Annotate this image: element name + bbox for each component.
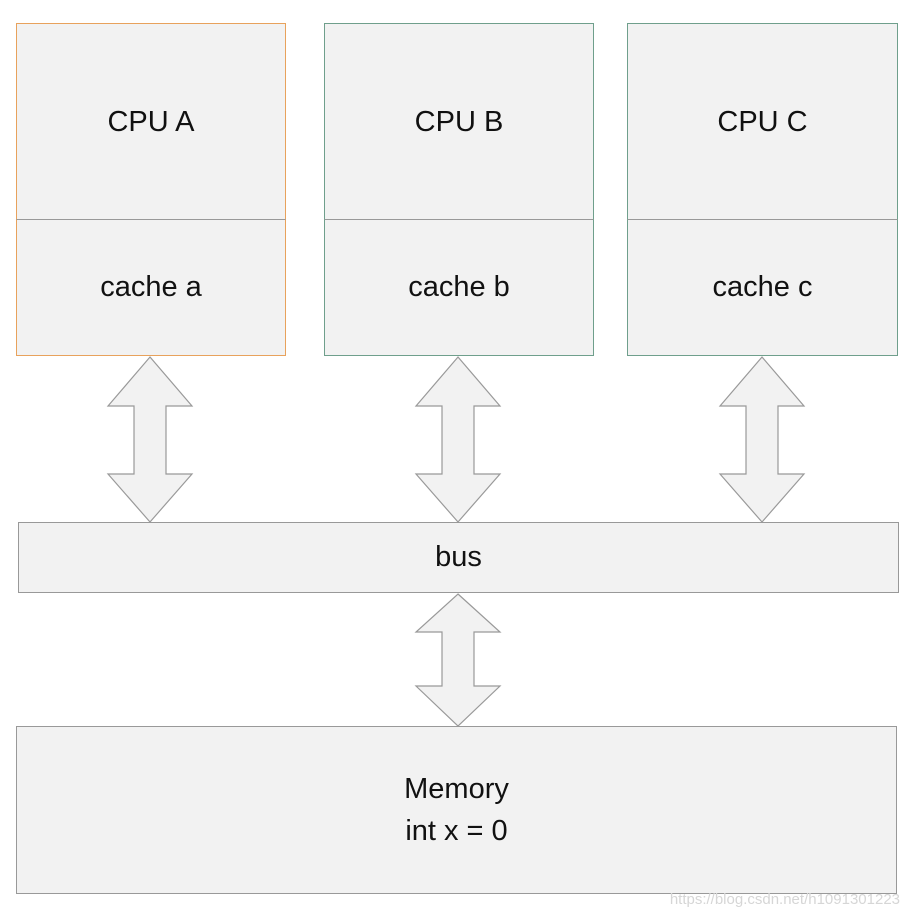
cpu-b-label: CPU B (414, 105, 504, 138)
bus-label: bus (435, 541, 482, 573)
cache-b-box: cache b (324, 219, 594, 356)
cache-c-label: cache c (712, 271, 813, 303)
cpu-a-box: CPU A (16, 23, 286, 220)
cache-c-box: cache c (627, 219, 898, 356)
memory-box: Memory int x = 0 (16, 726, 897, 894)
memory-label: Memory (404, 773, 509, 805)
arrow-bus-memory (414, 593, 502, 727)
memory-variable-label: int x = 0 (405, 815, 508, 847)
cache-a-box: cache a (16, 219, 286, 356)
cache-a-label: cache a (100, 271, 202, 303)
arrow-cpu-b-bus (414, 356, 502, 523)
arrow-cpu-c-bus (718, 356, 806, 523)
cpu-c-box: CPU C (627, 23, 898, 220)
cpu-c-label: CPU C (717, 105, 808, 138)
bus-box: bus (18, 522, 899, 593)
cache-b-label: cache b (408, 271, 510, 303)
arrow-cpu-a-bus (106, 356, 194, 523)
cpu-b-box: CPU B (324, 23, 594, 220)
watermark: https://blog.csdn.net/h1091301223 (669, 891, 900, 908)
cpu-a-label: CPU A (107, 105, 195, 138)
